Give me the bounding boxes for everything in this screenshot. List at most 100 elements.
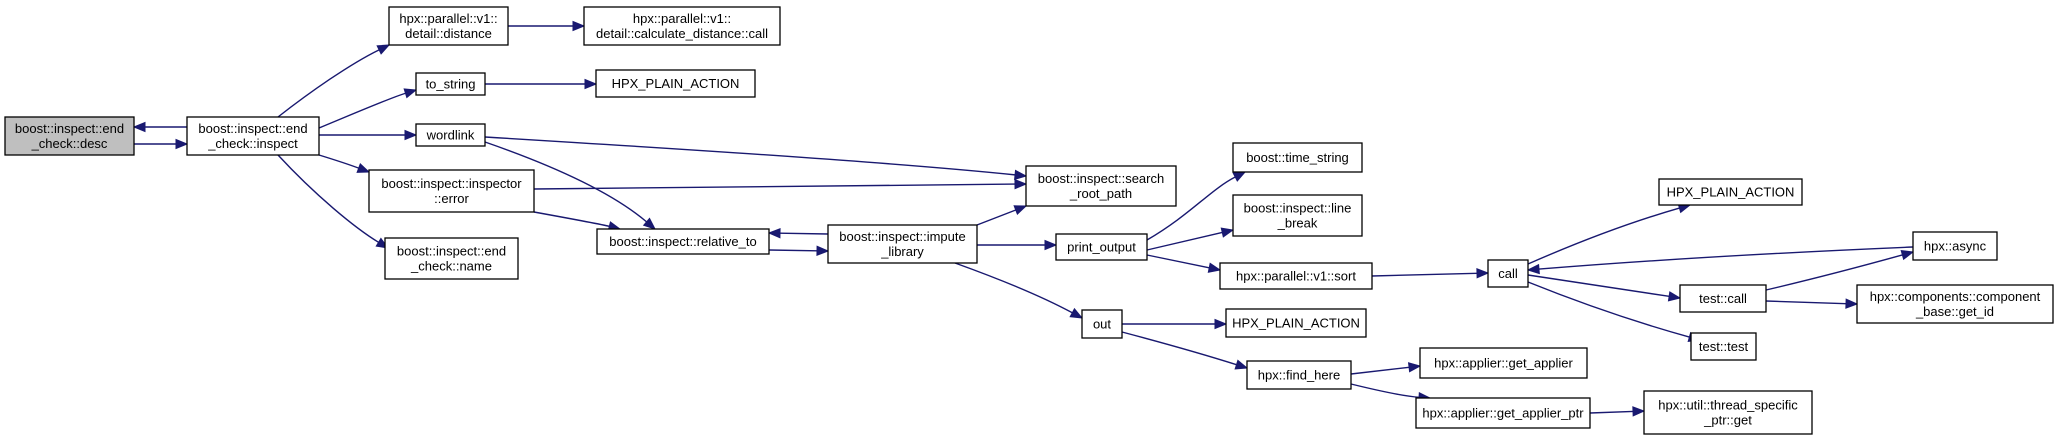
node-box	[596, 228, 770, 255]
node-tss-get[interactable]: hpx::util::thread_specific_ptr::get	[1643, 390, 1813, 435]
arrowhead-icon	[1667, 291, 1682, 302]
node-label: hpx::util::thread_specific	[1658, 398, 1798, 413]
node-get-id[interactable]: hpx::components::component_base::get_id	[1856, 284, 2054, 324]
node-label: hpx::parallel::v1::	[399, 11, 497, 26]
node-box	[595, 69, 756, 98]
node-distance[interactable]: hpx::parallel::v1::detail::distance	[388, 6, 509, 46]
node-test-call[interactable]: test::call	[1679, 284, 1767, 313]
edge-impute-to-print_output	[977, 239, 1058, 251]
node-label: hpx::applier::get_applier	[1434, 356, 1573, 371]
arrowhead-icon	[767, 227, 781, 239]
node-box	[1225, 308, 1367, 338]
node-hpa2[interactable]: HPX_PLAIN_ACTION	[1225, 308, 1367, 338]
node-box	[1025, 165, 1177, 207]
node-print-output[interactable]: print_output	[1055, 233, 1148, 261]
node-async[interactable]: hpx::async	[1912, 231, 1998, 261]
edge-call-to-test_call	[1527, 274, 1682, 302]
arrowhead-icon	[175, 138, 189, 150]
node-line-break[interactable]: boost::inspect::line_break	[1232, 194, 1363, 237]
edge-find_here-to-get_applier	[1350, 362, 1422, 375]
arrowhead-icon	[1069, 307, 1084, 319]
node-label: out	[1093, 317, 1111, 332]
edge-inspect-to-desc	[132, 121, 187, 133]
node-test-test[interactable]: test::test	[1690, 332, 1757, 361]
node-to-string[interactable]: to_string	[415, 72, 486, 96]
node-box	[1246, 360, 1352, 390]
arrowhead-icon	[816, 245, 830, 257]
node-box	[1232, 142, 1363, 173]
node-label: test::test	[1699, 339, 1749, 354]
node-hpa1[interactable]: HPX_PLAIN_ACTION	[595, 69, 756, 98]
node-box	[827, 224, 978, 264]
node-box	[1856, 284, 2054, 324]
edge-impute-to-relative_to	[767, 227, 829, 239]
node-label: hpx::components::component	[1870, 289, 2041, 304]
node-label: HPX_PLAIN_ACTION	[1232, 316, 1360, 331]
node-label: _base::get_id	[1915, 304, 1994, 319]
arrowhead-icon	[1220, 227, 1235, 238]
node-label: print_output	[1067, 240, 1136, 255]
edge-sort-to-call	[1371, 268, 1490, 279]
node-label: to_string	[426, 77, 476, 92]
arrowhead-icon	[584, 78, 598, 90]
edge-async-to-call	[1526, 246, 1914, 275]
node-call[interactable]: call	[1487, 259, 1529, 288]
edge-desc-to-inspect	[134, 138, 189, 150]
node-sort[interactable]: hpx::parallel::v1::sort	[1219, 262, 1373, 290]
node-calc-dist[interactable]: hpx::parallel::v1::detail::calculate_dis…	[583, 6, 781, 46]
node-inspect[interactable]: boost::inspect::end_check::inspect	[186, 116, 320, 156]
node-label: HPX_PLAIN_ACTION	[612, 76, 740, 91]
node-hpa3[interactable]: HPX_PLAIN_ACTION	[1658, 178, 1803, 206]
edge-out-to-hpa2	[1122, 318, 1228, 330]
node-wordlink[interactable]: wordlink	[415, 123, 486, 147]
edge-impute-to-search_root	[976, 205, 1028, 226]
node-label: boost::inspect::end	[397, 244, 506, 259]
node-desc[interactable]: boost::inspect::end_check::desc	[4, 116, 135, 156]
node-box	[388, 6, 509, 46]
node-label: boost::inspect::end	[15, 121, 124, 136]
node-label: detail::distance	[405, 26, 492, 41]
node-box	[1232, 194, 1363, 237]
edge-wordlink-to-search_root	[484, 136, 1028, 181]
node-error[interactable]: boost::inspect::inspector::error	[368, 169, 535, 213]
node-get-applier[interactable]: hpx::applier::get_applier	[1419, 347, 1588, 379]
node-name[interactable]: boost::inspect::end_check::name	[384, 237, 519, 280]
node-find-here[interactable]: hpx::find_here	[1246, 360, 1352, 390]
node-box	[1658, 178, 1803, 206]
node-box	[1419, 347, 1588, 379]
node-get-applier-ptr[interactable]: hpx::applier::get_applier_ptr	[1415, 397, 1591, 429]
node-label: boost::inspect::impute	[839, 229, 965, 244]
node-time-string[interactable]: boost::time_string	[1232, 142, 1363, 173]
edge-impute-to-out	[954, 262, 1084, 319]
node-box	[415, 72, 486, 96]
node-box	[1643, 390, 1813, 435]
edge-inspect-to-error	[318, 154, 371, 173]
edge-inspect-to-wordlink	[319, 129, 418, 141]
arrowhead-icon	[1845, 298, 1859, 309]
node-search-root[interactable]: boost::inspect::search_root_path	[1025, 165, 1177, 207]
node-label: boost::inspect::relative_to	[609, 234, 756, 249]
node-label: HPX_PLAIN_ACTION	[1667, 185, 1795, 200]
node-label: hpx::parallel::v1::sort	[1236, 269, 1356, 284]
node-box	[415, 123, 486, 147]
node-label: detail::calculate_distance::call	[596, 26, 768, 41]
node-box	[4, 116, 135, 156]
node-box	[1487, 259, 1529, 288]
node-relative-to[interactable]: boost::inspect::relative_to	[596, 228, 770, 255]
node-box	[583, 6, 781, 46]
node-label: _break	[1277, 216, 1318, 231]
arrowhead-icon	[1044, 239, 1058, 251]
arrowhead-icon	[1900, 250, 1915, 261]
node-out[interactable]: out	[1081, 309, 1123, 339]
edge-test_call-to-get_id	[1765, 298, 1859, 309]
node-label: boost::time_string	[1246, 150, 1349, 165]
edge-inspect-to-distance	[277, 44, 391, 118]
node-impute[interactable]: boost::inspect::impute_library	[827, 224, 978, 264]
node-box	[1219, 262, 1373, 290]
arrowhead-icon	[376, 44, 391, 55]
node-label: hpx::find_here	[1258, 368, 1340, 383]
arrowhead-icon	[572, 20, 586, 32]
node-label: _library	[880, 244, 924, 259]
node-label: test::call	[1699, 291, 1747, 306]
